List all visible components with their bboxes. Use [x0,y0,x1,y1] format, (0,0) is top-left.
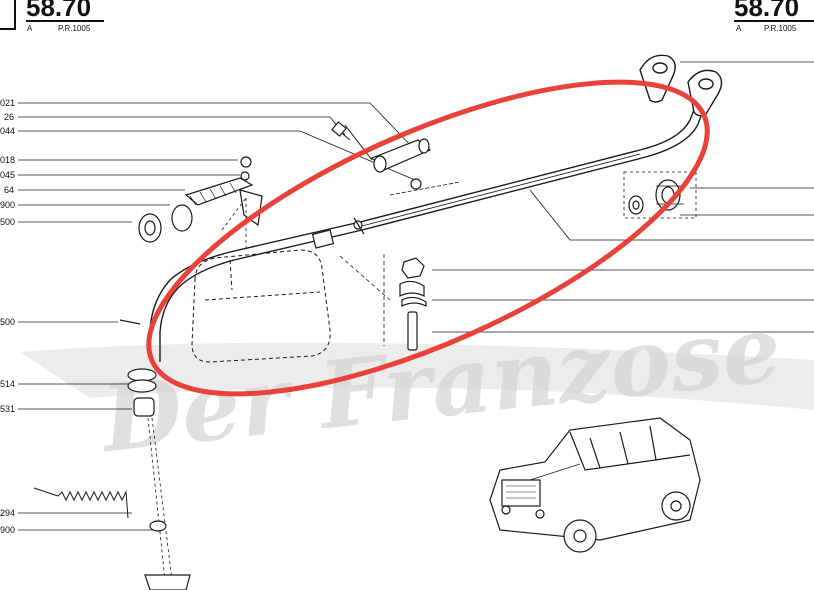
clamp-assembly [331,121,432,190]
callout-label: 900 [0,200,15,210]
highlight-ellipse [146,79,710,397]
fastener-set [339,254,427,351]
header-right-sub-pr: P.R.1005 [764,24,797,33]
rod-bushings [623,171,697,219]
header-left-number: 58.70 [26,0,92,22]
lower-lever-stack [119,319,191,590]
callout-labels-left: 021 26 044 018 045 64 900 500 500 514 53… [0,98,15,535]
selector-lever [138,156,263,250]
header-left-box [0,0,16,30]
callout-label: 045 [0,170,15,180]
header-right-sub-a: A [736,24,742,33]
callout-label: 514 [0,379,15,389]
callout-label: 900 [0,525,15,535]
callout-label: 26 [4,112,14,122]
callout-label: 018 [0,155,15,165]
callout-label: 64 [4,185,14,195]
renault-4-illustration [489,417,701,553]
return-spring [33,487,167,532]
callout-label: 044 [0,126,15,136]
watermark-swoosh [20,342,814,410]
header-right-number: 58.70 [734,0,800,22]
callout-lines-left [18,102,416,531]
callout-label: 021 [0,98,15,108]
callout-label: 294 [0,508,15,518]
callout-label: 531 [0,404,15,414]
header-left-underline [26,20,104,22]
callout-label: 500 [0,317,15,327]
rod-joint [311,181,461,249]
fuel-tank-outline [191,249,331,363]
header-right-underline [734,20,814,22]
callout-lines-right [432,61,814,333]
header-left-sub-pr: P.R.1005 [58,24,91,33]
header-left-sub-a: A [27,24,33,33]
callout-label: 500 [0,217,15,227]
